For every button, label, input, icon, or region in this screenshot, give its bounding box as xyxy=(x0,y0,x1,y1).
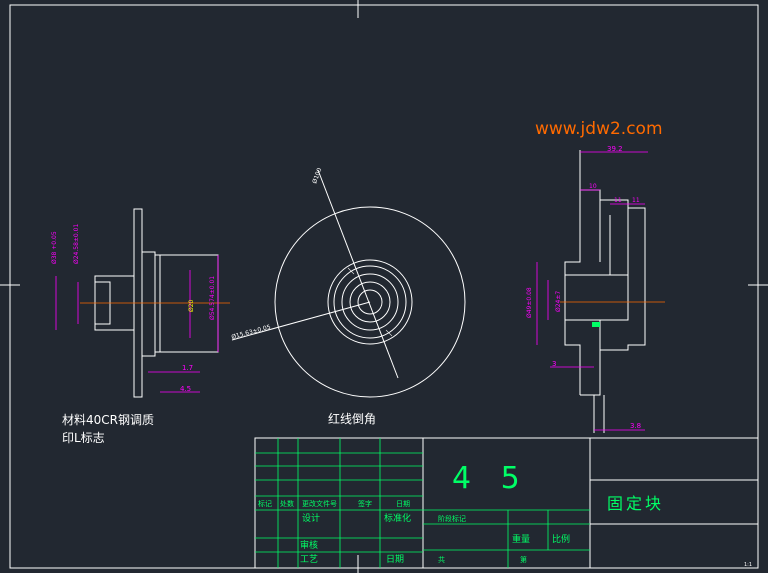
label-design: 设计 xyxy=(302,512,320,524)
dim-center-d2: Ø15.63±0.05 xyxy=(231,324,272,341)
dim-right-f: 3.8 xyxy=(630,422,641,430)
row-label-2: 处数 xyxy=(280,499,294,508)
row-label-5: 日期 xyxy=(396,500,410,508)
note-chamfer: 红线倒角 xyxy=(328,411,376,426)
front-view: Ø100 Ø15.63±0.05 xyxy=(231,167,466,398)
dim-right-d1: Ø49±0.08 xyxy=(526,287,533,318)
left-view: Ø38 +0.05 Ø24.58±0.01 Ø20 Ø54.574±0.01 1… xyxy=(51,208,230,398)
label-weight: 重量 xyxy=(512,533,530,545)
dim-left-d1: Ø38 +0.05 xyxy=(51,231,58,264)
label-process: 工艺 xyxy=(300,554,318,565)
part-name: 固定块 xyxy=(607,494,664,513)
right-marker xyxy=(592,322,600,327)
dim-right-c: 11 xyxy=(632,197,640,204)
drawing-number: 4 5 xyxy=(452,461,530,496)
dim-right-e: 3 xyxy=(552,360,556,368)
label-scale: 比例 xyxy=(552,533,570,545)
row-label-3: 更改文件号 xyxy=(302,499,337,508)
title-block: 4 5 固定块 标记 处数 更改文件号 签字 日期 设计 标准化 审核 工艺 日… xyxy=(254,437,759,569)
label-sheet-of: 第 xyxy=(520,555,527,564)
dim-left-d4: Ø54.574±0.01 xyxy=(209,276,216,320)
label-review: 审核 xyxy=(300,539,318,551)
corner-scale: 1:1 xyxy=(744,562,752,568)
watermark-text[interactable]: www.jdw2.com xyxy=(535,119,663,139)
note-mark: 印L标志 xyxy=(62,431,105,445)
label-stage-mark: 阶段标记 xyxy=(438,514,466,523)
row-label-1: 标记 xyxy=(258,499,272,508)
row-label-4: 签字 xyxy=(358,499,372,508)
dim-right-top: 39.2 xyxy=(607,145,623,153)
dim-left-d3: Ø20 xyxy=(188,299,195,312)
dim-left-w1: 1.7 xyxy=(182,364,193,372)
dim-right-d2: Ø24±7 xyxy=(555,291,562,312)
dim-left-w2: 4.5 xyxy=(180,385,191,393)
label-sheet: 共 xyxy=(438,555,445,564)
dim-right-a: 10 xyxy=(589,183,597,190)
note-material: 材料40CR钢调质 xyxy=(62,413,154,427)
dim-left-d2: Ø24.58±0.01 xyxy=(73,224,80,264)
label-standardize: 标准化 xyxy=(384,512,411,524)
right-view: 39.2 10 11 11 Ø49±0.08 Ø24±7 3 3.8 xyxy=(526,145,665,433)
dim-center-d1: Ø100 xyxy=(311,167,323,185)
dim-right-b: 11 xyxy=(614,197,622,204)
label-date: 日期 xyxy=(386,554,404,565)
